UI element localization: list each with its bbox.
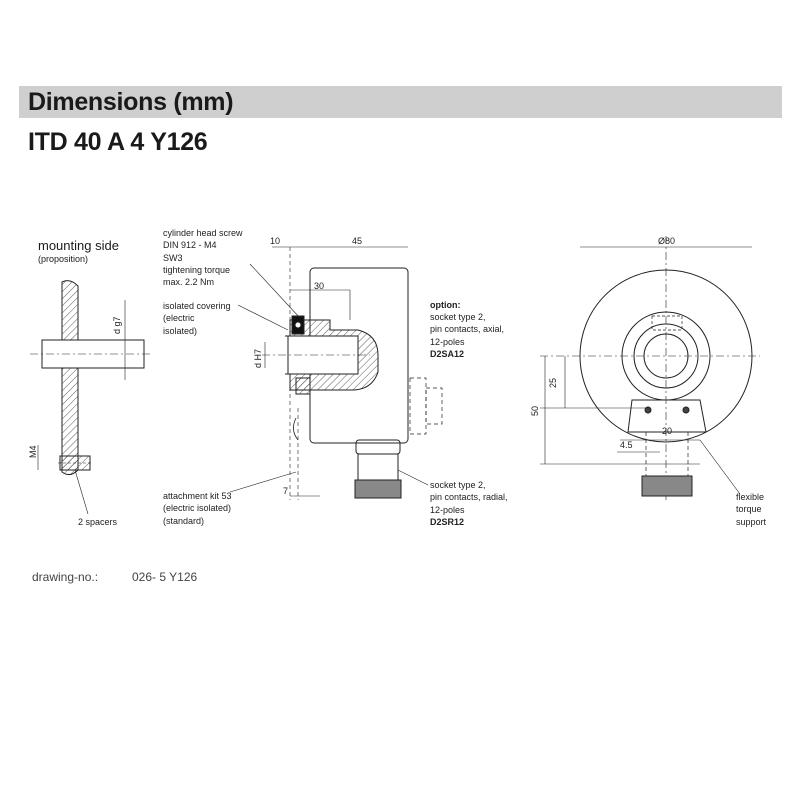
- covering-label: isolated covering (electric isolated): [163, 301, 231, 336]
- spacers-label: 2 spacers: [78, 517, 118, 527]
- model-title: ITD 40 A 4 Y126: [28, 128, 208, 156]
- dim-10: 10: [270, 236, 281, 246]
- thread-dim-label: M4: [28, 445, 38, 458]
- header-bar: [19, 86, 782, 118]
- shaft-dim-label: d g7: [112, 316, 122, 334]
- option-text: socket type 2, pin contacts, axial, 12-p…: [430, 312, 505, 347]
- mounting-side-title: mounting side: [38, 238, 119, 253]
- dim-25: 25: [548, 377, 558, 388]
- screw-label: cylinder head screw DIN 912 - M4 SW3 tig…: [163, 228, 243, 288]
- mounting-side-view: [30, 280, 150, 515]
- drawing-number-label: drawing-no.:: [32, 570, 99, 584]
- dim-45: 45: [352, 236, 363, 246]
- drawing-number-value: 026- 5 Y126: [132, 570, 198, 584]
- dim-7: 7: [283, 486, 289, 496]
- option-code: D2SA12: [430, 349, 465, 359]
- mounting-side-subtitle: (proposition): [38, 254, 89, 264]
- side-section-view: [229, 246, 443, 500]
- dim-4-5: 4.5: [620, 440, 633, 450]
- attachment-label: attachment kit 53 (electric isolated) (s…: [163, 491, 232, 526]
- radial-socket-text: socket type 2, pin contacts, radial, 12-…: [430, 480, 508, 515]
- radial-socket-code: D2SR12: [430, 517, 465, 527]
- torque-support-label: flexible torque support: [736, 492, 767, 527]
- option-title: option:: [430, 300, 461, 310]
- dim-20: 20: [662, 426, 673, 436]
- dim-80: Ø80: [658, 236, 676, 246]
- front-view: [540, 236, 760, 500]
- dim-30: 30: [314, 281, 325, 291]
- page-title: Dimensions (mm): [28, 88, 234, 116]
- dim-50: 50: [530, 405, 540, 416]
- dim-dH7: d H7: [253, 348, 263, 368]
